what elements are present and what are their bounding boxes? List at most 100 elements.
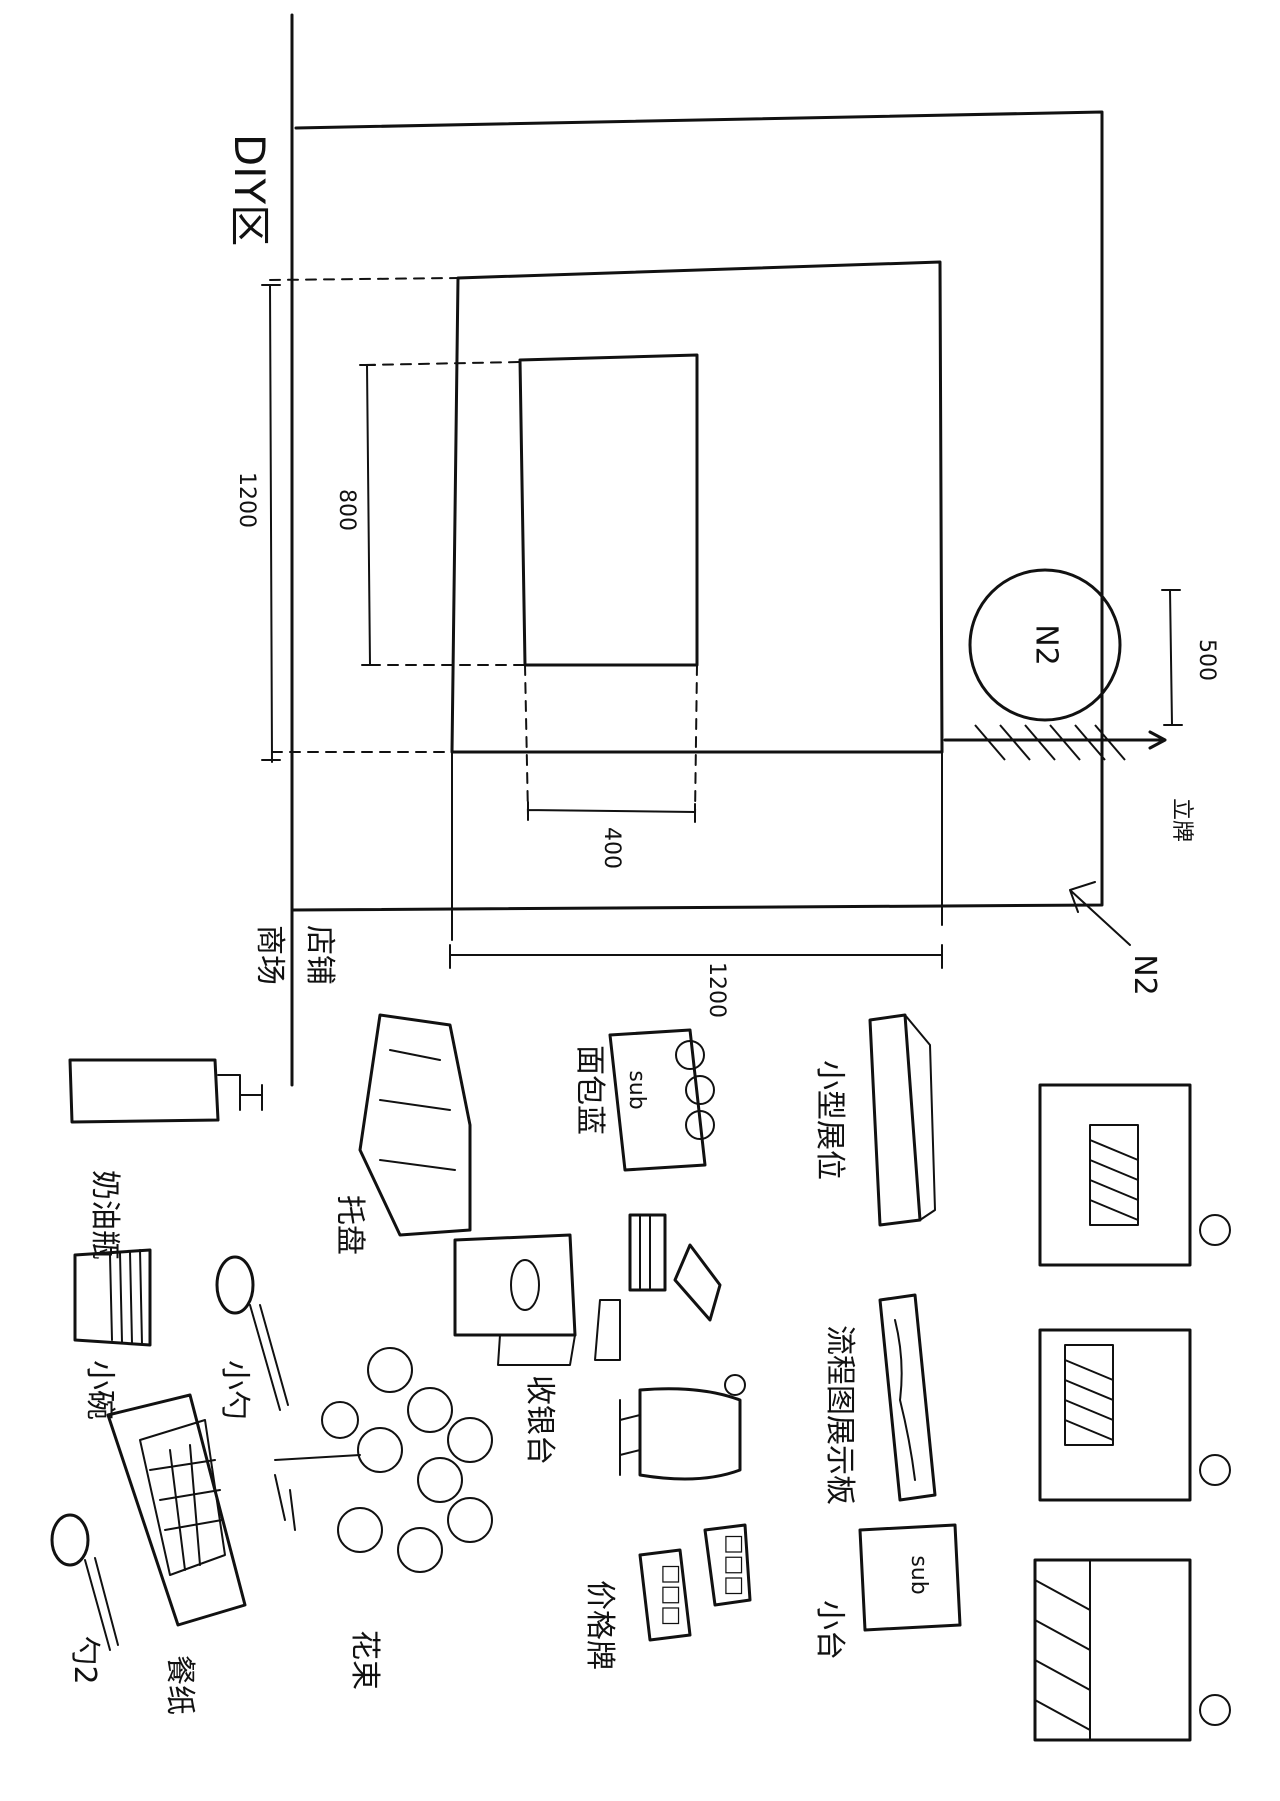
stool: [1199, 1694, 1231, 1726]
flower: [337, 1507, 383, 1553]
hatch-line: [1024, 724, 1056, 761]
tray-label: 托盘: [332, 1195, 367, 1255]
flower: [397, 1527, 443, 1573]
tray-outline: [358, 1013, 472, 1237]
bottle-pump: [217, 1074, 263, 1111]
stand-sign-label: 立牌: [1169, 798, 1194, 842]
oil-bottle-sketch: 奶油瓶: [68, 1058, 263, 1260]
tray-sketch: 托盘: [332, 1013, 472, 1255]
dim-400-line: [527, 801, 696, 823]
plates-label: 小碗: [82, 1360, 117, 1420]
flower: [417, 1457, 463, 1503]
flower: [367, 1347, 413, 1393]
plate-stack-outline: [73, 1248, 152, 1347]
store-outline: [290, 110, 1104, 912]
cookie: [675, 1040, 705, 1070]
entrance-line: [943, 730, 1167, 750]
goblet-sketch: [619, 1374, 746, 1481]
box-1-stripes: [639, 1214, 651, 1291]
goblet-cup: [638, 1387, 742, 1481]
props: 奶油瓶 小碗 小勺 勺2 餐纸 托盘: [50, 1013, 1231, 1742]
cookie: [685, 1110, 715, 1140]
plate-lines: [109, 1249, 143, 1345]
circle-marker-label: N2: [1029, 624, 1064, 666]
large-rectangle-lower-extension: [451, 751, 943, 941]
flow-board-label: 流程图展示板: [822, 1325, 857, 1505]
ladle-handle: [249, 1304, 289, 1411]
sub-tag-2: sub: [906, 1555, 931, 1594]
dim-500-line: [1161, 589, 1183, 726]
cashier-stand: [594, 1299, 621, 1361]
table-unit-2: [1038, 1328, 1231, 1502]
basket-mesh: [139, 1419, 226, 1576]
small-boxes-sketch: [628, 1213, 722, 1322]
cashier-body: [453, 1233, 577, 1337]
tray-folds: [379, 1049, 456, 1171]
table-hatched-area: [1064, 1344, 1114, 1446]
flow-board-outline: [878, 1293, 937, 1502]
table-unit-1: [1038, 1083, 1231, 1267]
price-sign-label: 价格牌: [582, 1580, 617, 1670]
dim-400-label: 400: [599, 827, 624, 869]
cashier-tray: [497, 1334, 576, 1366]
stand-sign-sketch: sub 小台: [812, 1523, 962, 1660]
box-2: [673, 1243, 722, 1322]
ladle-bowl: [215, 1255, 255, 1315]
dim-800-label: 800: [334, 489, 359, 531]
basket-label: 面包蓝: [572, 1045, 607, 1135]
corner-arrow: [1069, 881, 1131, 946]
flow-board-wave: [894, 1319, 916, 1481]
stand-sign-outline: [858, 1523, 962, 1632]
paper-label: 餐纸: [162, 1655, 197, 1715]
dim-1200-bottom-label: 1200: [704, 962, 729, 1018]
device-side: [904, 1014, 936, 1221]
hatch-line: [1049, 724, 1081, 761]
display-box: [608, 1028, 707, 1172]
table-top: [1038, 1083, 1192, 1267]
basket-outline: [106, 1393, 247, 1627]
dim-1200-bottom-line: [449, 944, 943, 969]
mall-label: 商场: [252, 925, 287, 985]
small-rectangle-lower-extension: [524, 664, 698, 816]
dim-1200-side-label: 1200: [234, 472, 259, 528]
goblet-stem: [619, 1399, 641, 1476]
mini-projector-label: 小台: [812, 1600, 847, 1660]
stool: [1199, 1454, 1231, 1486]
store-label: 店铺: [302, 925, 337, 985]
table-hatch: [1034, 1579, 1091, 1731]
dim-800-line: [359, 364, 379, 666]
table-units: [1033, 1083, 1231, 1742]
spoon2-bowl: [50, 1513, 90, 1567]
ladle-sketch: 小勺: [215, 1255, 289, 1420]
floor-plan: 1200 800 400 1200 N2 500 N2 DIY区: [225, 13, 1219, 1087]
table-hatch: [1089, 1139, 1139, 1221]
entrance-hatch: [974, 724, 1126, 761]
hatch-line: [1074, 724, 1106, 761]
hatch-line: [1094, 724, 1126, 761]
plates-sketch: 小碗: [73, 1248, 152, 1420]
dim-1200-side-line: [261, 284, 281, 763]
projection-line-2: [364, 361, 521, 366]
device-outline: [868, 1013, 922, 1227]
hatch-line: [999, 724, 1031, 761]
sub-tag-1: sub: [624, 1070, 649, 1109]
price-signs-sketch: □□□ □□□ 价格牌: [582, 1523, 752, 1670]
cashier-label: 收银台: [522, 1375, 557, 1465]
circle-marker: [968, 568, 1122, 722]
cookie: [685, 1075, 715, 1105]
table-top: [1038, 1328, 1192, 1502]
flow-board-sketch: 流程图展示板: [822, 1293, 937, 1505]
flower: [407, 1387, 453, 1433]
flower: [357, 1427, 403, 1473]
cookie-display-sketch: sub 面包蓝: [572, 1028, 715, 1172]
flowers-sketch: 花束: [274, 1347, 493, 1690]
cup-label: 小勺: [217, 1360, 252, 1420]
dim-500-label: 500: [1194, 639, 1219, 681]
flower-stems: [274, 1454, 361, 1531]
bottle-body: [68, 1058, 220, 1124]
hatch-line: [974, 724, 1006, 761]
oil-bottle-label: 奶油瓶: [87, 1170, 122, 1260]
table-unit-3: [1033, 1558, 1231, 1742]
plant-label: 花束: [347, 1630, 382, 1690]
